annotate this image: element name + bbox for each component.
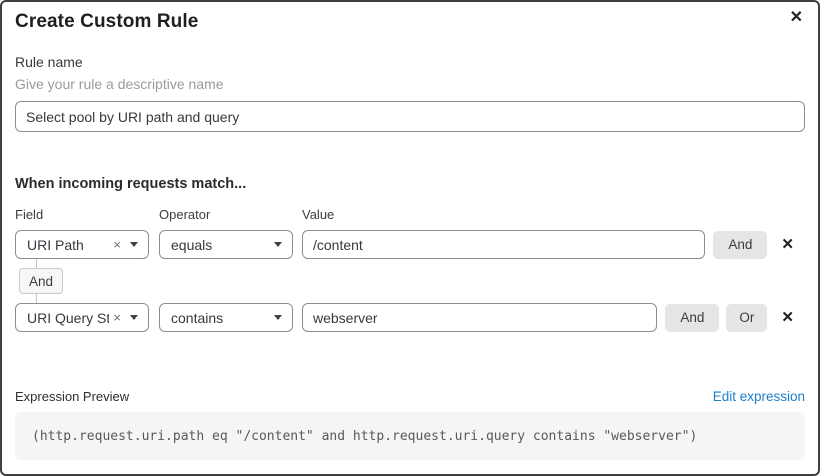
column-labels: Field Operator Value xyxy=(15,207,805,222)
clear-icon[interactable]: × xyxy=(113,310,121,325)
rule-name-hint: Give your rule a descriptive name xyxy=(15,76,224,92)
value-input[interactable] xyxy=(302,230,706,259)
remove-row-icon[interactable]: ✕ xyxy=(781,236,794,253)
rule-name-input[interactable] xyxy=(15,101,805,132)
connector-line xyxy=(36,259,37,268)
chevron-down-icon xyxy=(130,242,138,247)
connector-and-badge[interactable]: And xyxy=(19,268,64,294)
clear-icon[interactable]: × xyxy=(113,237,121,252)
field-select[interactable]: URI Path × xyxy=(15,230,149,259)
chevron-down-icon xyxy=(274,315,282,320)
expression-code-block: (http.request.uri.path eq "/content" and… xyxy=(15,412,805,460)
field-column-label: Field xyxy=(15,207,44,222)
rule-name-label: Rule name xyxy=(15,54,83,70)
edit-expression-link[interactable]: Edit expression xyxy=(712,389,805,404)
operator-column-label: Operator xyxy=(159,207,211,222)
dialog-title: Create Custom Rule xyxy=(15,11,199,32)
value-input[interactable] xyxy=(302,303,658,332)
expression-preview-label: Expression Preview xyxy=(15,389,130,404)
expression-code: (http.request.uri.path eq "/content" and… xyxy=(32,428,698,444)
match-row-2: URI Query St... × contains And Or ✕ xyxy=(15,303,805,332)
and-button[interactable]: And xyxy=(713,230,768,259)
expression-preview-header: Expression Preview Edit expression xyxy=(15,389,805,404)
remove-row-icon[interactable]: ✕ xyxy=(781,309,794,326)
operator-select-value: equals xyxy=(171,236,213,253)
operator-select[interactable]: contains xyxy=(159,303,293,332)
connector-line xyxy=(36,294,37,303)
close-icon[interactable]: ✕ xyxy=(786,8,807,28)
match-heading: When incoming requests match... xyxy=(15,176,247,192)
field-select-value: URI Path xyxy=(27,236,84,253)
row-connector: And xyxy=(15,259,805,303)
and-button[interactable]: And xyxy=(665,303,720,332)
chevron-down-icon xyxy=(274,242,282,247)
chevron-down-icon xyxy=(130,315,138,320)
or-button[interactable]: Or xyxy=(726,303,768,332)
field-select-value: URI Query St... xyxy=(27,309,110,326)
field-select[interactable]: URI Query St... × xyxy=(15,303,149,332)
value-column-label: Value xyxy=(302,207,335,222)
match-row-1: URI Path × equals And ✕ xyxy=(15,230,805,259)
operator-select[interactable]: equals xyxy=(159,230,293,259)
operator-select-value: contains xyxy=(171,309,224,326)
